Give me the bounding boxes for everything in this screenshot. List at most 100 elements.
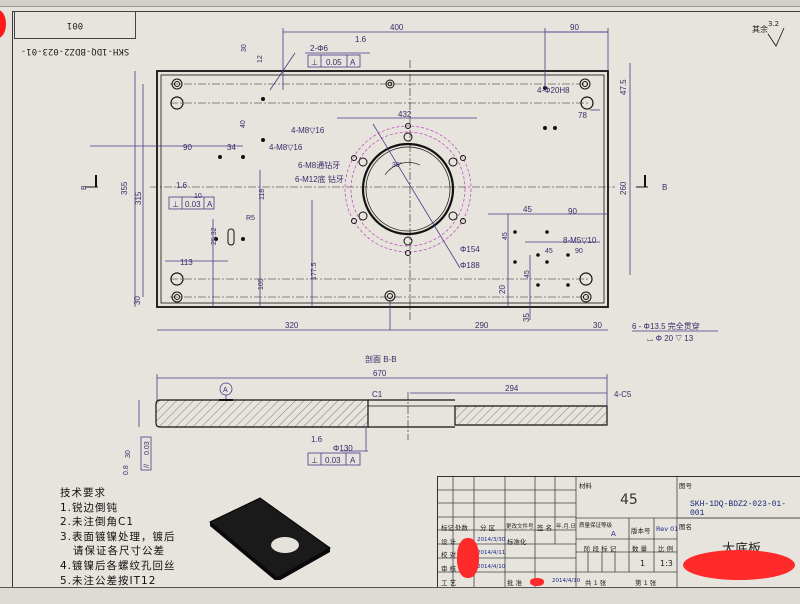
- gdt-roughness: 1.6: [176, 181, 188, 190]
- corner-holes: [170, 78, 594, 303]
- gdt-symbol: ⊥: [311, 456, 318, 465]
- toolbar-strip: [0, 0, 800, 7]
- dim-40: 40: [240, 120, 247, 128]
- dim-355: 355: [120, 181, 129, 195]
- plate-inner-outline: [160, 74, 605, 304]
- dim-45-b: 45: [502, 232, 509, 240]
- dim-177-5: 177.5: [311, 262, 318, 280]
- dim-10: 10: [194, 193, 202, 200]
- gdt-tolerance: 0.03: [325, 456, 341, 465]
- rev-header: 分 区: [480, 524, 496, 532]
- callout-2-phi6: 2-Φ6: [310, 44, 328, 53]
- material-label: 材料: [579, 482, 592, 490]
- gdt-tolerance: 0.03: [185, 200, 201, 209]
- callout-4-m8-a: 4-M8▽16: [291, 126, 325, 135]
- row-date: 2014/4/11: [477, 550, 506, 556]
- dim-400: 400: [390, 23, 404, 32]
- row-label-approve: 批 准: [507, 579, 523, 587]
- total-sheets: 共 1 张: [585, 579, 607, 587]
- row-label-process: 工 艺: [441, 579, 457, 587]
- dim-90-d: 90: [575, 248, 583, 255]
- tech-req-item: 3.表面镀镍处理，镀后: [60, 530, 176, 543]
- gdt-symbol: ⊥: [172, 200, 179, 209]
- redaction-mark: [530, 578, 544, 586]
- dim-angle: 30°: [392, 161, 403, 169]
- section-marker-right: B: [636, 175, 667, 192]
- dim-105: 105: [258, 278, 265, 290]
- slot: [227, 228, 235, 246]
- dim-12: 12: [257, 55, 264, 63]
- plate-outline: [156, 70, 609, 308]
- chamfer-4-c5: 4-C5: [614, 390, 632, 399]
- dim-290: 290: [475, 321, 489, 330]
- dim-432: 432: [398, 110, 412, 119]
- version-value: Rev 01: [656, 525, 679, 533]
- general-roughness: 其余 3.2: [752, 20, 779, 35]
- status-bar: [0, 587, 800, 604]
- datum-label: A: [223, 387, 228, 394]
- bore-phi130: Φ130: [333, 444, 353, 453]
- gdt-datum: A: [207, 200, 213, 209]
- dim-294: 294: [505, 384, 519, 393]
- thickness-spec: 30 0.03 // 0.8: [123, 436, 152, 475]
- gdt-frame-left: ⊥ 0.03 A 1.6: [168, 181, 215, 210]
- qty-value: 1: [640, 559, 646, 568]
- stage-mark-label: 阶 段 标 记: [584, 545, 617, 553]
- dim-45-a: 45: [523, 205, 532, 214]
- roughness-value: 3.2: [768, 20, 780, 28]
- tech-req-item: 请保证各尺寸公差: [60, 545, 166, 558]
- isometric-part-view: [209, 497, 331, 580]
- sheet-number: 第 1 张: [635, 579, 657, 587]
- row-label-review: 审 核: [441, 565, 457, 573]
- chamfer-c1: C1: [372, 390, 383, 399]
- dim-30-bottom: 30: [593, 321, 602, 330]
- tech-req-item: 2.未注倒角C1: [60, 516, 135, 529]
- dim-47-5: 47.5: [619, 79, 628, 95]
- dim-20: 20: [498, 285, 507, 294]
- quality-grade: A: [611, 530, 616, 538]
- row-date: 2014/3/30: [477, 537, 506, 543]
- row-date: 2014/4/10: [552, 578, 581, 584]
- gdt-datum: A: [350, 456, 356, 465]
- dim-260: 260: [619, 181, 628, 195]
- material-value: 45: [620, 492, 638, 508]
- callout-phi188: Φ188: [460, 261, 480, 270]
- dim-90: 90: [570, 23, 579, 32]
- callout-counterbore: ⌴ Φ 20 ▽ 13: [647, 334, 694, 343]
- rev-header: 标记: [441, 524, 454, 532]
- dim-118: 118: [259, 189, 266, 200]
- dim-30-left: 30: [133, 296, 142, 305]
- rev-header: 年.月.日: [556, 524, 576, 530]
- parallelism-tolerance: 0.03: [144, 441, 151, 455]
- row-label-design: 设 计: [441, 538, 457, 546]
- gdt-datum: A: [350, 58, 356, 67]
- parallelism-symbol: //: [144, 464, 151, 468]
- drawing-number: SKH-1DQ-BDZ2-023-01-001: [690, 500, 787, 518]
- callout-6-phi13-5: 6 - Φ13.5 完全贯穿: [632, 321, 700, 331]
- tech-req-item: 1.锐边倒钝: [60, 501, 119, 514]
- callout-6-m12: 6-M12底 钻牙: [295, 174, 344, 184]
- tech-req-title: 技术要求: [60, 487, 106, 499]
- gdt-tolerance: 0.05: [326, 58, 342, 67]
- dim-320: 320: [285, 321, 299, 330]
- row-label-check: 校 对: [441, 551, 457, 559]
- gdt-symbol: ⊥: [311, 58, 318, 67]
- thickness-value: 30: [125, 450, 132, 458]
- section-dimension-lines: [138, 374, 608, 452]
- drawing-name-label: 图名: [679, 523, 692, 531]
- callout-phi154: Φ154: [460, 245, 480, 254]
- dim-78: 78: [578, 111, 587, 120]
- callout-4-phi20h8: 4-Φ20H8: [537, 86, 570, 95]
- leader-line: [269, 52, 296, 91]
- roughness-label: 其余: [752, 25, 768, 34]
- dim-35: 35: [522, 313, 531, 322]
- callout-6-m8: 6-M8通钻牙: [298, 160, 340, 170]
- dim-45-d: 45: [524, 270, 531, 278]
- dim-113: 113: [180, 258, 193, 267]
- dim-25-32: 25.32: [211, 227, 218, 245]
- technical-requirements: 技术要求 1.锐边倒钝 2.未注倒角C1 3.表面镀镍处理，镀后 请保证各尺寸公…: [60, 486, 176, 588]
- thickness-roughness: 0.8: [123, 465, 130, 475]
- dim-30-top: 30: [241, 44, 248, 52]
- section-marker-left: B: [81, 175, 98, 190]
- callout-8-m5: 8-M5▽10: [563, 236, 597, 245]
